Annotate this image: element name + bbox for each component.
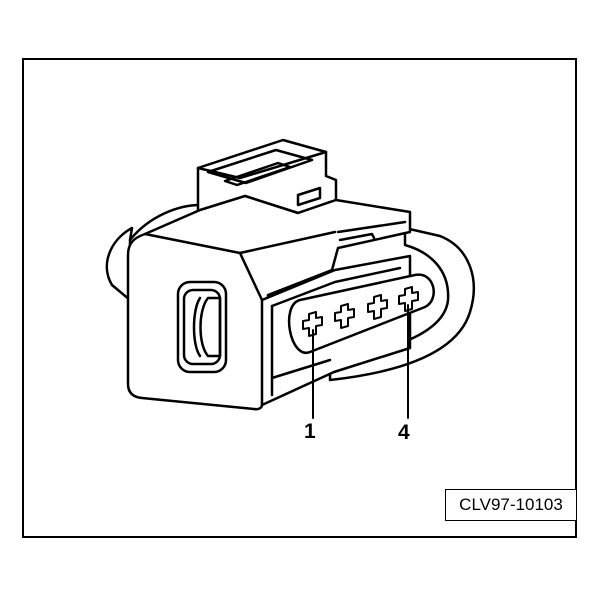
housing-top-ridge (336, 220, 407, 234)
figure-reference-code: CLV97-10103 (445, 489, 577, 521)
right-latch-loop (328, 226, 475, 382)
side-window-terminal (192, 296, 222, 358)
rear-latch-loop (105, 226, 134, 302)
locking-tab-slot-inner (223, 161, 292, 187)
terminal-insert (287, 273, 435, 354)
pin-callout-4: 4 (398, 421, 410, 444)
pin-cavity-2 (334, 303, 355, 329)
housing-front-edge (238, 251, 264, 302)
front-face-inner (270, 266, 402, 308)
pin-callout-1: 1 (304, 420, 316, 443)
pin-cavity-4 (398, 286, 419, 312)
pin-cavity-3 (367, 294, 388, 320)
side-window (176, 280, 228, 374)
locking-tab-notch (296, 186, 322, 207)
top-latch-loop (128, 203, 202, 242)
housing-top-ridge-inner (338, 232, 376, 242)
front-face-lower (270, 304, 332, 397)
pin-cavity-1 (302, 311, 323, 337)
pin-cavities (302, 286, 419, 337)
